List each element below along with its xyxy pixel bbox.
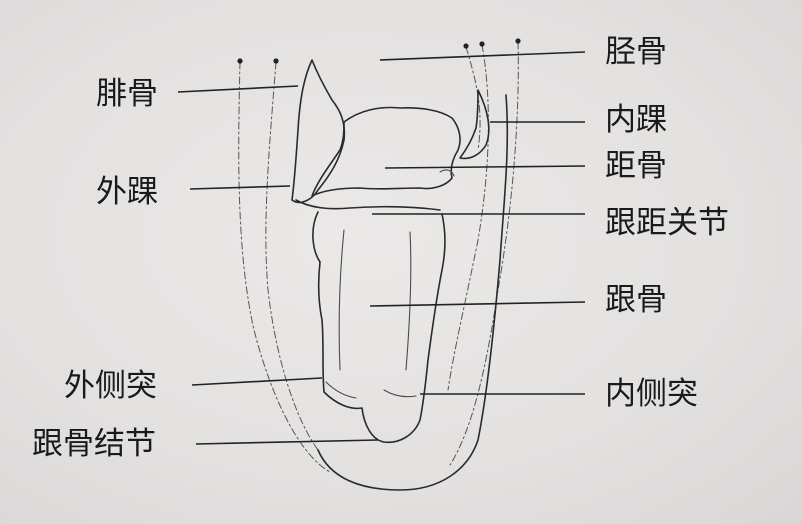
label-fibula: 腓骨	[96, 76, 158, 112]
calcaneus-inner-line-2	[405, 231, 412, 371]
label-medial-malleolus: 内踝	[605, 102, 667, 138]
label-lateral-process: 外侧突	[64, 368, 157, 404]
label-talus: 距骨	[605, 148, 667, 184]
leader-talus	[384, 165, 586, 169]
leader-calcaneus	[369, 301, 586, 307]
pin-marker	[515, 38, 521, 44]
medial-malleolus-shape	[459, 89, 490, 160]
label-calcaneal-tuberosity: 跟骨结节	[32, 426, 156, 462]
label-subtalar-joint: 跟距关节	[605, 205, 729, 241]
label-medial-process: 内侧突	[605, 376, 698, 412]
foot-outline-left	[238, 61, 331, 473]
leader-fibula	[177, 85, 299, 93]
medial-process-detail	[383, 389, 417, 398]
heel-contour	[317, 94, 509, 491]
foot-outline-inner-right	[447, 44, 489, 391]
leader-lateral-malleolus	[189, 185, 291, 190]
label-tibia: 胫骨	[605, 34, 667, 70]
leader-tibia	[379, 51, 586, 61]
foot-outline-right	[449, 41, 519, 466]
pin-marker	[479, 41, 485, 47]
foot-outline-inner-left	[265, 61, 319, 451]
fibula-shape	[291, 59, 346, 204]
subtalar-joint-line	[295, 199, 441, 211]
leader-lateral-process	[191, 377, 323, 386]
calcaneus-inner-line	[338, 229, 345, 371]
talus-detail	[439, 169, 455, 177]
pin-marker	[237, 58, 243, 64]
pin-marker	[273, 58, 279, 64]
talus-shape	[311, 106, 461, 197]
label-calcaneus: 跟骨	[605, 282, 667, 318]
pin-marker	[463, 43, 469, 49]
lateral-process-detail	[325, 381, 357, 399]
leader-calcaneal-tuberosity	[195, 439, 379, 445]
label-lateral-malleolus: 外踝	[96, 174, 158, 210]
calcaneus-shape	[312, 211, 446, 444]
